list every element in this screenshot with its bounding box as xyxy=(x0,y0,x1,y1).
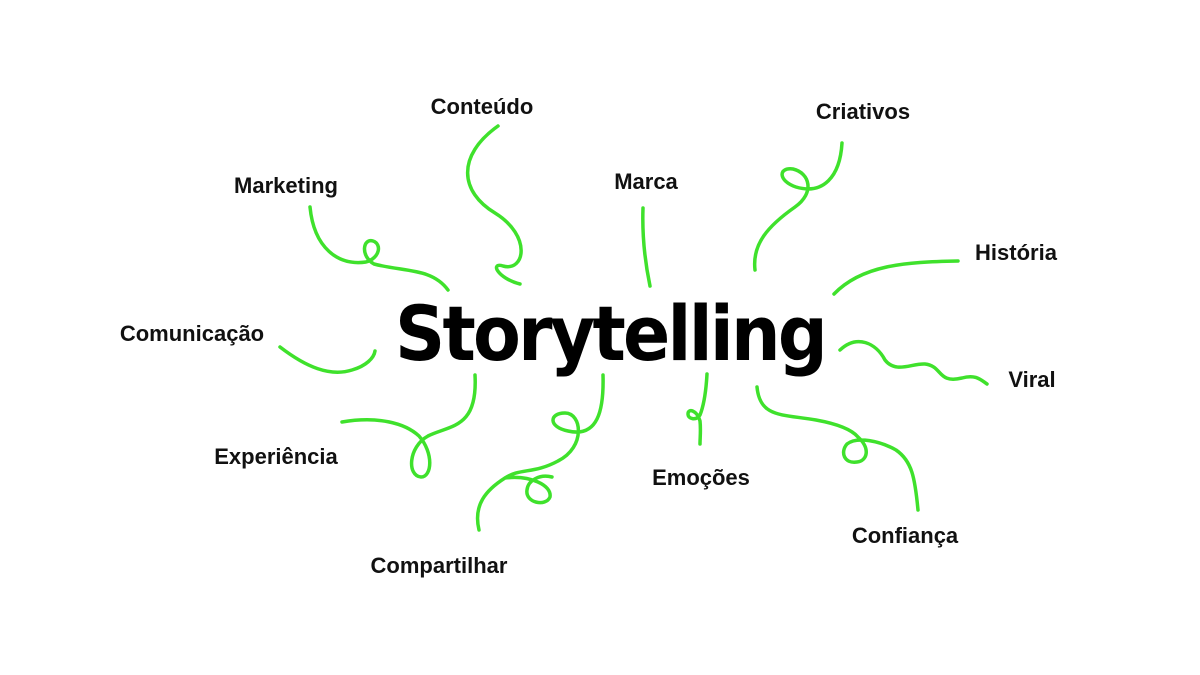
term-confianca: Confiança xyxy=(852,523,959,548)
connector-criativos xyxy=(752,141,844,272)
connector-experiencia xyxy=(340,373,477,479)
term-emocoes: Emoções xyxy=(652,465,750,490)
connector-marca xyxy=(641,206,652,288)
connector-comunicacao xyxy=(278,345,377,374)
connector-conteudo xyxy=(465,124,523,286)
term-compartilhar: Compartilhar xyxy=(371,553,508,578)
connector-compartilhar xyxy=(475,373,605,532)
term-experiencia: Experiência xyxy=(214,444,338,469)
term-historia: História xyxy=(975,240,1058,265)
connector-marketing xyxy=(308,205,450,292)
connector-confianca xyxy=(755,385,920,512)
connector-historia xyxy=(832,259,960,296)
connectors xyxy=(278,124,989,532)
term-marketing: Marketing xyxy=(234,173,338,198)
term-comunicacao: Comunicação xyxy=(120,321,264,346)
center-term: Storytelling xyxy=(395,289,825,378)
term-viral: Viral xyxy=(1008,367,1055,392)
term-conteudo: Conteúdo xyxy=(431,94,534,119)
term-marca: Marca xyxy=(614,169,678,194)
term-criativos: Criativos xyxy=(816,99,910,124)
connector-emocoes xyxy=(686,372,709,446)
connector-viral xyxy=(838,339,989,386)
